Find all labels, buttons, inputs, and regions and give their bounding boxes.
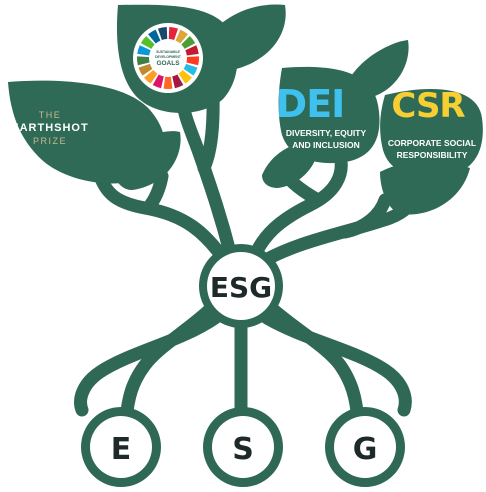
sdg-logo-line3: GOALS bbox=[156, 60, 180, 67]
sdg-wheel-segment bbox=[152, 74, 164, 89]
twig-csr bbox=[338, 193, 392, 239]
sdg-wheel-segment bbox=[185, 45, 199, 56]
dei-line2: AND INCLUSION bbox=[292, 140, 360, 150]
csr-line1: CORPORATE SOCIAL bbox=[388, 138, 476, 148]
sdg-wheel-segment bbox=[175, 29, 188, 44]
sdg-small-leaf bbox=[205, 4, 286, 71]
dei-small-leaf bbox=[349, 40, 409, 99]
sdg-wheel-logo: SUSTAINABLE DEVELOPMENT GOALS bbox=[133, 23, 203, 93]
csr-lower-leaf bbox=[380, 161, 470, 215]
sdg-wheel-segment bbox=[163, 76, 173, 89]
root-node-e-label: E bbox=[111, 432, 132, 467]
root-right-curl bbox=[260, 311, 412, 417]
sdg-logo-line2: DEVELOPMENT bbox=[155, 55, 182, 59]
esg-hub-label: ESG bbox=[210, 271, 272, 304]
earthshot-small-leaf bbox=[112, 131, 181, 190]
root-node-s: S bbox=[203, 407, 283, 487]
sdg-wheel-segment bbox=[186, 56, 200, 66]
sdg-wheel-segment bbox=[168, 27, 179, 41]
sdg-wheel-segment bbox=[138, 63, 153, 76]
sdg-wheel-segment bbox=[178, 70, 192, 84]
root-node-g-inner bbox=[334, 416, 396, 478]
earthshot-line3: PRIZE bbox=[33, 136, 67, 146]
root-node-e-inner bbox=[90, 416, 152, 478]
earthshot-line2: EARTHSHOT bbox=[11, 122, 88, 134]
esg-hub-inner bbox=[207, 252, 275, 320]
root-left-curl bbox=[74, 311, 222, 417]
root-node-e: E bbox=[81, 407, 161, 487]
dei-line1: DIVERSITY, EQUITY bbox=[286, 128, 367, 138]
twig-earthshot bbox=[141, 169, 169, 215]
sdg-wheel-center bbox=[152, 42, 184, 74]
root-node-g-label: G bbox=[353, 432, 378, 467]
root-node-s-inner bbox=[212, 416, 274, 478]
sdg-wheel-segment bbox=[137, 45, 151, 56]
sdg-color-wheel bbox=[137, 27, 200, 89]
esg-hub: ESG bbox=[199, 244, 283, 328]
sdg-wheel-segment bbox=[137, 56, 150, 66]
root-left bbox=[119, 293, 227, 427]
sdg-wheel-segment bbox=[144, 70, 158, 84]
earthshot-line1: THE bbox=[39, 110, 62, 120]
sdg-wheel-segment bbox=[148, 29, 161, 44]
sdg-wheel-segment bbox=[140, 35, 155, 49]
tree-branches bbox=[74, 63, 419, 427]
dei-acronym: DEI bbox=[276, 82, 345, 126]
csr-leaf bbox=[380, 88, 483, 179]
root-node-s-label: S bbox=[232, 432, 254, 467]
root-node-g: G bbox=[325, 407, 405, 487]
sdg-wheel-segment bbox=[181, 35, 196, 49]
dei-lower-leaf bbox=[262, 141, 319, 188]
sdg-wheel-segment bbox=[172, 74, 184, 89]
branch-dei bbox=[245, 148, 348, 269]
csr-line2: RESPONSIBILITY bbox=[397, 150, 468, 160]
csr-acronym: CSR bbox=[391, 86, 465, 126]
sdg-wheel-segment bbox=[157, 27, 168, 41]
sdg-wheel-segment bbox=[183, 63, 198, 76]
root-right bbox=[255, 293, 365, 427]
sdg-logo-line1: SUSTAINABLE bbox=[156, 50, 181, 54]
